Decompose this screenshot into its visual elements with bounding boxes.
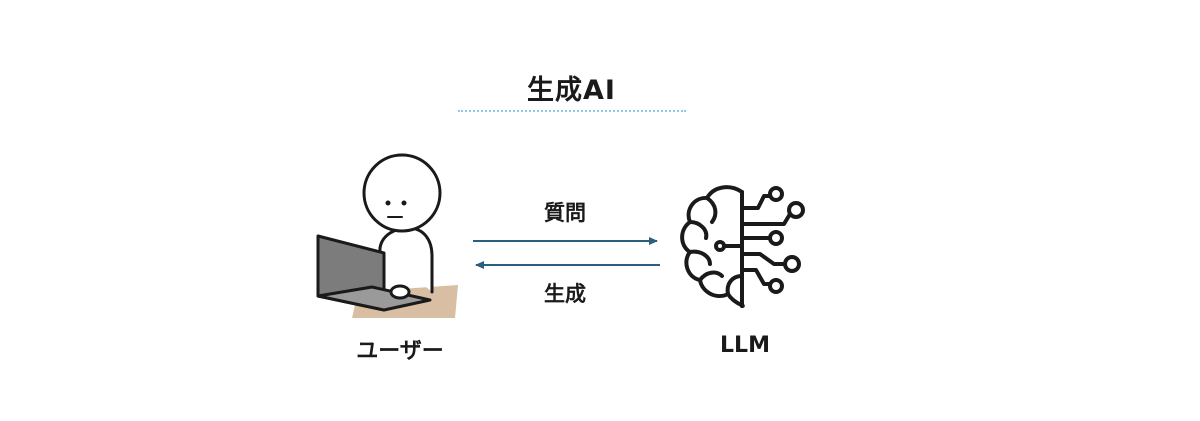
question-label: 質問 bbox=[544, 201, 586, 225]
generate-label: 生成 bbox=[544, 282, 586, 306]
user-label: ユーザー bbox=[356, 339, 444, 364]
title-underline bbox=[458, 110, 686, 112]
brain-circuit-icon bbox=[680, 185, 805, 308]
person-at-laptop-icon bbox=[316, 153, 458, 318]
diagram-title: 生成AI bbox=[527, 75, 616, 106]
llm-label: LLM bbox=[720, 333, 770, 358]
